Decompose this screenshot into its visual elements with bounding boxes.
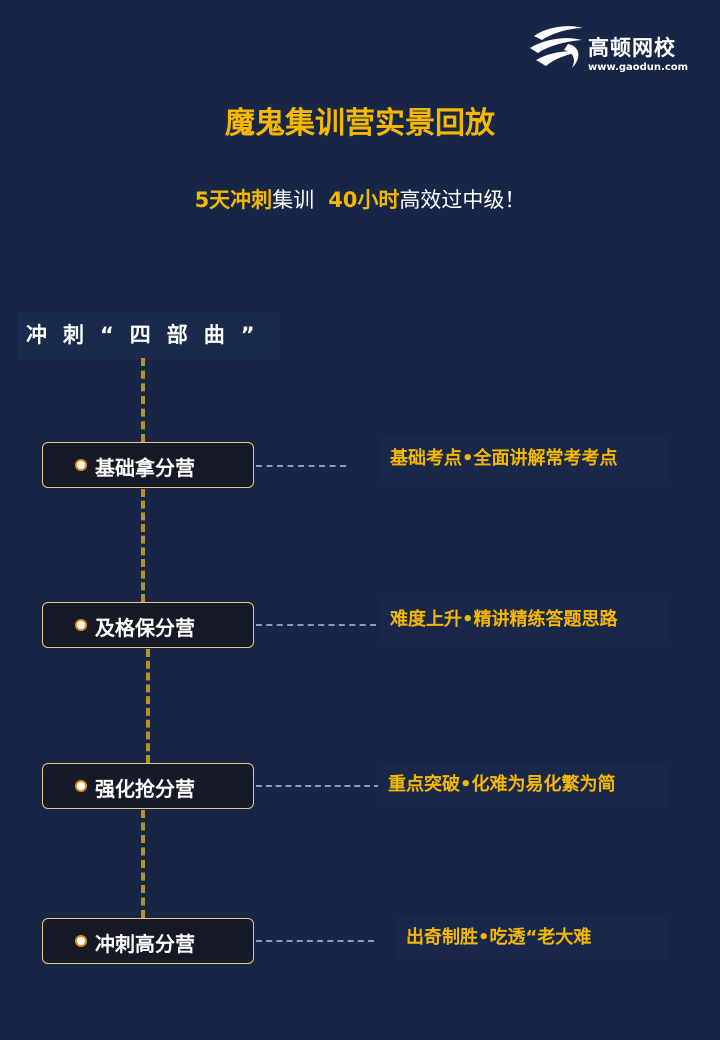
section-label: 冲刺“四部曲” — [18, 312, 280, 360]
stage-card: 基础拿分营 — [42, 442, 254, 488]
subtitle-highlight-hours: 40小时 — [328, 188, 400, 212]
stage-description: 基础考点•全面讲解常考考点 — [380, 437, 668, 481]
gaodun-swoosh-logo-icon — [530, 26, 583, 68]
stage-connector-line — [256, 785, 380, 787]
bullet-dot-icon — [77, 621, 85, 629]
bullet-dot-icon — [77, 937, 85, 945]
page-title: 魔鬼集训营实景回放 — [225, 106, 495, 141]
stage-card: 及格保分营 — [42, 602, 254, 648]
timeline-connector — [146, 649, 150, 763]
stage-name: 冲刺高分营 — [95, 932, 195, 956]
logo-url: www.gaodun.com — [588, 62, 689, 73]
bullet-dot-icon — [77, 461, 85, 469]
timeline-connector — [141, 810, 145, 918]
timeline-connector — [141, 489, 145, 602]
stage-name: 基础拿分营 — [95, 456, 195, 480]
subtitle: 5天冲刺集训 40小时高效过中级！ — [0, 184, 720, 214]
bullet-dot-icon — [77, 782, 85, 790]
stage-description: 难度上升•精讲精练答题思路 — [380, 598, 668, 642]
subtitle-text-training: 集训 — [272, 188, 315, 212]
stage-name: 及格保分营 — [95, 616, 195, 640]
brand-logo: 高顿网校 www.gaodun.com — [528, 20, 698, 80]
subtitle-text-pass: 高效过中级！ — [399, 188, 526, 212]
stage-name: 强化抢分营 — [95, 777, 195, 801]
stage-card: 冲刺高分营 — [42, 918, 254, 964]
stage-card: 强化抢分营 — [42, 763, 254, 809]
stage-connector-line — [256, 624, 376, 626]
stage-description: 重点突破•化难为易化繁为简 — [378, 763, 668, 807]
subtitle-highlight-days: 5天冲刺 — [194, 188, 273, 212]
stage-description: 出奇制胜•吃透“老大难 — [396, 916, 668, 960]
timeline-connector — [141, 358, 145, 442]
stage-connector-line — [256, 940, 374, 942]
logo-name: 高顿网校 — [588, 36, 676, 60]
stage-connector-line — [256, 465, 346, 467]
